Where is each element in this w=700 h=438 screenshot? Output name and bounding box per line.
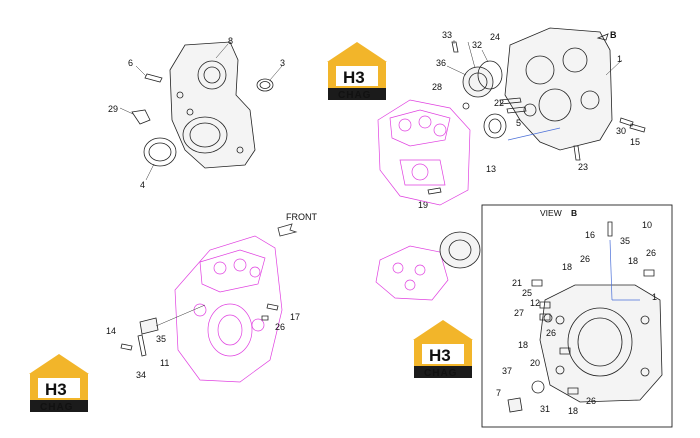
engine-block-ghost-lower bbox=[120, 235, 283, 383]
callout-17: 17 bbox=[290, 312, 300, 322]
brand-logo-bottom-center: H3 CHAG bbox=[413, 320, 473, 379]
gear-case-cover-assembly bbox=[119, 41, 283, 181]
callout-21: 21 bbox=[512, 278, 522, 288]
callout-18-view-d: 18 bbox=[568, 406, 578, 416]
logo-mark-2: H3 bbox=[45, 380, 67, 399]
view-b-title: VIEW bbox=[540, 208, 562, 218]
callout-3: 3 bbox=[280, 58, 285, 68]
callout-6: 6 bbox=[128, 58, 133, 68]
logo-word-2: CHAG bbox=[40, 402, 73, 413]
logo-mark: H3 bbox=[343, 68, 365, 87]
callout-35-sensor: 35 bbox=[156, 334, 166, 344]
callout-1-housing: 1 bbox=[617, 54, 622, 64]
callout-18-view-c: 18 bbox=[518, 340, 528, 350]
callout-23: 23 bbox=[578, 162, 588, 172]
callout-18-view-b: 18 bbox=[562, 262, 572, 272]
callout-19: 19 bbox=[418, 200, 428, 210]
callout-29: 29 bbox=[108, 104, 118, 114]
callout-8: 8 bbox=[228, 36, 233, 46]
logo-word-3: CHAG bbox=[424, 368, 457, 379]
callout-30: 30 bbox=[616, 126, 626, 136]
callout-35-view: 35 bbox=[620, 236, 630, 246]
callout-16: 16 bbox=[585, 230, 595, 240]
callout-26-view-b: 26 bbox=[580, 254, 590, 264]
callout-15: 15 bbox=[630, 137, 640, 147]
callout-34: 34 bbox=[136, 370, 146, 380]
flywheel-housing-assembly bbox=[446, 27, 646, 161]
callout-31: 31 bbox=[540, 404, 550, 414]
callout-26-view-a: 26 bbox=[646, 248, 656, 258]
view-b-housing bbox=[507, 221, 663, 413]
callout-1-view: 1 bbox=[652, 292, 657, 302]
callout-27: 27 bbox=[514, 308, 524, 318]
callout-12: 12 bbox=[530, 298, 540, 308]
callout-4: 4 bbox=[140, 180, 145, 190]
callout-36: 36 bbox=[436, 58, 446, 68]
callout-18-view-a: 18 bbox=[628, 256, 638, 266]
brand-logo-bottom-left: H3 CHAG bbox=[29, 354, 89, 413]
callout-26-view-c: 26 bbox=[546, 328, 556, 338]
callout-22: 22 bbox=[494, 98, 504, 108]
view-b-title-letter: B bbox=[571, 208, 577, 218]
callout-20: 20 bbox=[530, 358, 540, 368]
callout-37: 37 bbox=[502, 366, 512, 376]
engine-block-ghost-upper bbox=[377, 99, 471, 206]
callout-32: 32 bbox=[472, 40, 482, 50]
front-label: FRONT bbox=[286, 212, 317, 222]
callout-14: 14 bbox=[106, 326, 116, 336]
callout-13: 13 bbox=[486, 164, 496, 174]
logo-word: CHAG bbox=[338, 90, 371, 101]
b-marker: B bbox=[610, 30, 617, 40]
brand-logo: H3 CHAG bbox=[327, 42, 387, 101]
front-direction-arrow bbox=[277, 223, 298, 237]
callout-24: 24 bbox=[490, 32, 500, 42]
callout-26-block: 26 bbox=[275, 322, 285, 332]
callout-33: 33 bbox=[442, 30, 452, 40]
callout-28: 28 bbox=[432, 82, 442, 92]
callout-5: 5 bbox=[516, 118, 521, 128]
callout-26-view-d: 26 bbox=[586, 396, 596, 406]
callout-25: 25 bbox=[522, 288, 532, 298]
callout-7: 7 bbox=[496, 388, 501, 398]
callout-11: 11 bbox=[160, 358, 169, 368]
logo-mark-3: H3 bbox=[429, 346, 451, 365]
callout-10: 10 bbox=[642, 220, 652, 230]
